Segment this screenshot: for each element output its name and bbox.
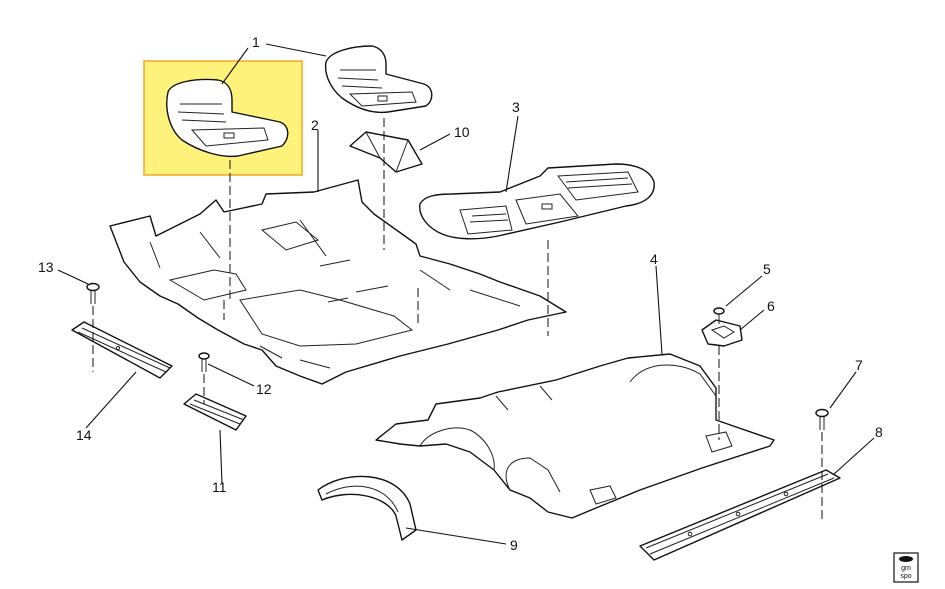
- screw-5[interactable]: [713, 307, 725, 324]
- gm-spo-logo: gm spo: [893, 552, 919, 583]
- callout-5: 5: [763, 261, 771, 277]
- floor-panel[interactable]: [375, 353, 775, 519]
- screw-13[interactable]: [86, 282, 100, 305]
- callout-labels: 1 2 3 10 4 5 6 7 8 9 11 12 13 14: [38, 34, 883, 553]
- wheelhouse-liner[interactable]: [317, 475, 417, 541]
- callout-2: 2: [311, 117, 319, 133]
- logo-line-2: spo: [900, 573, 911, 580]
- callout-10: 10: [454, 124, 470, 140]
- front-floor-mat-highlighted[interactable]: [166, 78, 289, 158]
- screw-12[interactable]: [198, 352, 210, 372]
- callout-13: 13: [38, 259, 54, 275]
- insulator-pad[interactable]: [349, 131, 423, 173]
- leader-lines: [57, 43, 875, 545]
- rear-floor-mat[interactable]: [419, 163, 655, 240]
- floor-carpet[interactable]: [109, 179, 567, 385]
- alignment-lines: [92, 118, 823, 520]
- sill-plate-small[interactable]: [183, 393, 247, 431]
- sill-plate-left[interactable]: [71, 321, 173, 379]
- callout-8: 8: [875, 424, 883, 440]
- callout-7: 7: [855, 357, 863, 373]
- callout-14: 14: [76, 427, 92, 443]
- callout-11: 11: [212, 479, 227, 495]
- screw-7[interactable]: [815, 408, 829, 431]
- callout-4: 4: [650, 251, 658, 267]
- clip-retainer[interactable]: [701, 319, 743, 347]
- callout-1: 1: [252, 34, 260, 50]
- callout-9: 9: [510, 537, 518, 553]
- front-floor-mat[interactable]: [324, 45, 433, 114]
- callout-12: 12: [256, 381, 272, 397]
- callout-6: 6: [767, 298, 775, 314]
- sill-plate-right[interactable]: [639, 469, 841, 561]
- callout-3: 3: [512, 99, 520, 115]
- logo-line-1: gm: [901, 565, 911, 572]
